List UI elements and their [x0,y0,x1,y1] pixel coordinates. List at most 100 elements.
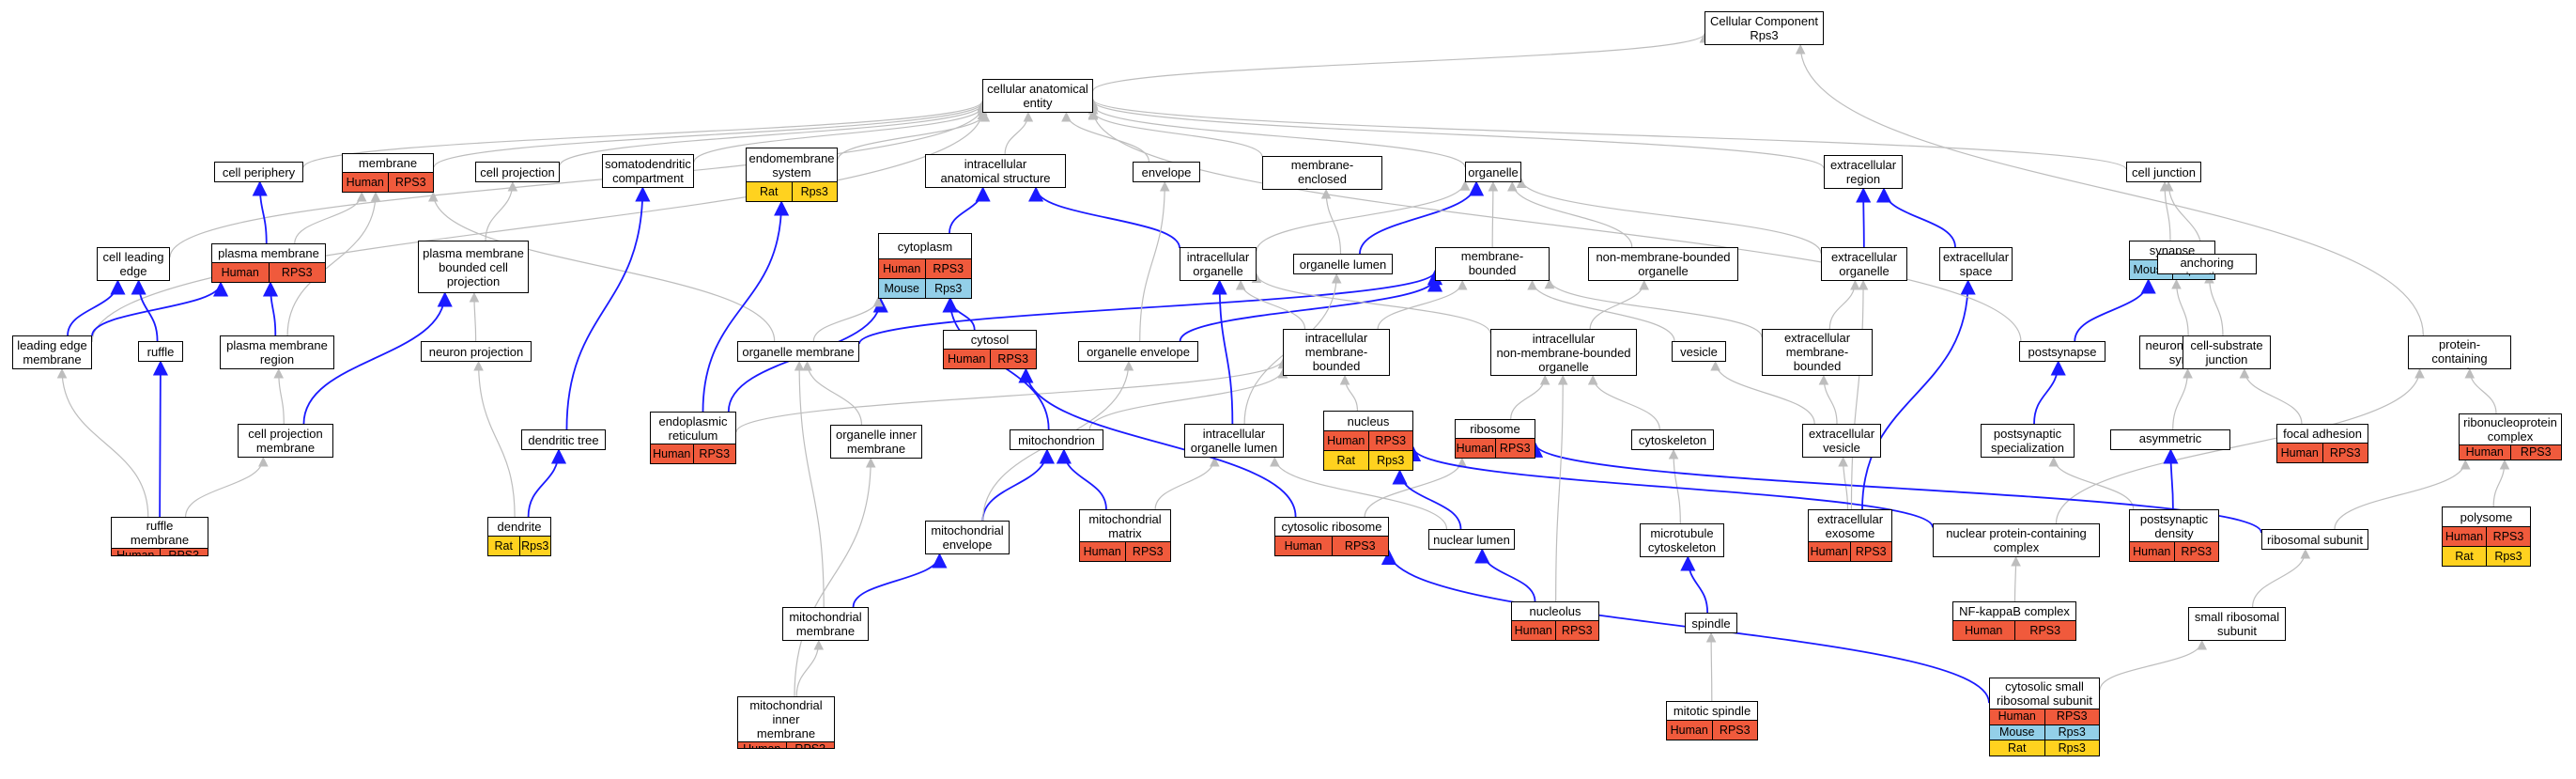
go-term-node-nonmembound[interactable]: non-membrane-bounded organelle [1588,247,1738,281]
go-term-label: dendrite [497,520,542,534]
go-term-node-intnmbo[interactable]: intracellular non-membrane-bounded organ… [1490,329,1637,376]
go-term-node-mitomem[interactable]: mitochondrial membrane [782,607,869,641]
go-term-node-membound[interactable]: membrane-bounded organelle [1435,247,1550,281]
go-term-node-oim[interactable]: organelle inner membrane [830,425,922,459]
go-term-node-vesicle[interactable]: vesicle [1672,341,1726,362]
go-term-node-leadingmem[interactable]: leading edge membrane [12,335,92,369]
part-of-edge-spindle-mtcyto [1680,555,1709,614]
is-a-edge-polysome-rnp [2492,459,2510,507]
go-term-node-nuclumen[interactable]: nuclear lumen [1428,529,1515,550]
go-term-node-pmbcp[interactable]: plasma membrane bounded cell projection [418,241,529,293]
is-a-edge-cellleading-cae [169,104,988,257]
go-term-label: cytosolic ribosome [1281,520,1382,534]
go-term-node-mtcyto[interactable]: microtubule cytoskeleton [1640,523,1724,557]
go-term-node-orgmem[interactable]: organelle membrane [737,341,859,362]
is-a-edge-smallribo-ribosub [2252,548,2311,608]
go-term-node-extmbo[interactable]: extracellular membrane-bounded organelle [1762,329,1873,376]
go-term-node-extorg[interactable]: extracellular organelle [1821,247,1907,281]
go-term-label: protein-containing complex [2431,337,2488,368]
part-of-edge-cytoribo-cytosol [1018,367,1297,518]
go-term-node-pcc[interactable]: protein-containing complex [2408,335,2511,369]
go-term-node-anchjunc[interactable]: anchoring junction [2157,254,2257,274]
go-term-node-intorg[interactable]: intracellular organelle [1180,247,1257,281]
go-term-node-cae[interactable]: cellular anatomical entity [982,79,1093,113]
go-term-label: organelle membrane [742,344,855,359]
is-a-edge-orgenv-envelope [1139,180,1170,342]
part-of-edge-nuclumen-nucleus [1392,469,1462,530]
go-term-node-celljunc[interactable]: cell junction [2126,162,2201,182]
go-term-node-cc[interactable]: Cellular Component Rps3 [1704,11,1824,45]
go-term-node-orgenv[interactable]: organelle envelope [1078,341,1198,362]
go-term-node-intmbo[interactable]: intracellular membrane-bounded organelle [1283,329,1390,376]
go-term-node-neuronproj[interactable]: neuron projection [421,341,532,362]
go-term-node-ribosub[interactable]: ribosomal subunit [2261,529,2368,550]
gene-symbol: RPS3 [2013,621,2076,640]
go-term-node-postsynapse[interactable]: postsynapse [2019,341,2106,362]
go-term-label: extracellular membrane-bounded organelle [1783,331,1851,375]
go-term-node-spindle[interactable]: spindle [1685,613,1737,633]
go-term-node-somato[interactable]: somatodendritic compartment [602,154,694,188]
go-term-node-npcc[interactable]: nuclear protein-containing complex [1933,523,2100,557]
go-term-label: postsynapse [2028,344,2097,359]
go-term-label: cell projection membrane [248,427,323,455]
is-a-edge-extmbo-membound [1544,278,1763,338]
go-term-node-asymsyn[interactable]: asymmetric synapse [2110,429,2230,450]
go-term-node-ruffle[interactable]: ruffle [138,341,183,362]
go-term-node-csjunc[interactable]: cell-substrate junction [2183,335,2271,369]
go-term-label: organelle [1468,164,1519,179]
go-term-node-cellper[interactable]: cell periphery [214,162,303,182]
go-term-node-extves[interactable]: extracellular vesicle [1802,424,1881,458]
go-term-node-memlumen[interactable]: membrane-enclosed lumen [1262,156,1382,190]
go-term-label: organelle inner membrane [835,428,917,456]
go-term-node-smallribo[interactable]: small ribosomal subunit [2188,607,2286,641]
is-a-edge-orgmem-membrane [427,191,776,342]
go-term-node-extspace[interactable]: extracellular space [1939,247,2013,281]
go-term-node-cellproj[interactable]: cell projection [475,162,560,182]
go-term-node-cytoskel[interactable]: cytoskeleton [1631,429,1714,450]
go-term-node-pmregion[interactable]: plasma membrane region [220,335,334,369]
go-term-node-organelle[interactable]: organelle [1465,162,1521,182]
gene-symbol: Rps3 [2486,547,2530,566]
go-term-node-dendtree[interactable]: dendritic tree [521,429,606,450]
go-term-node-cpm[interactable]: cell projection membrane [238,424,333,458]
go-term-node-mitoenv[interactable]: mitochondrial envelope [925,521,1010,554]
go-term-node-iol[interactable]: intracellular organelle lumen [1184,424,1284,458]
go-term-label: intracellular membrane-bounded organelle [1304,331,1368,375]
species-label: Human [2465,445,2504,459]
go-term-node-iastruct[interactable]: intracellular anatomical structure [925,154,1066,188]
go-term-label: extracellular region [1829,158,1897,186]
go-term-node-mito[interactable]: mitochondrion [1010,429,1103,450]
go-term-label: cell junction [2132,164,2196,179]
go-term-node-extreg[interactable]: extracellular region [1824,155,1903,189]
go-term-node-envelope[interactable]: envelope [1133,162,1200,182]
go-term-label: asymmetric synapse [2138,431,2202,449]
go-term-node-psspec[interactable]: postsynaptic specialization [1981,424,2075,458]
is-a-edge-npcc-pcc [2055,367,2425,524]
is-a-edge-orgmem-cytoplasm [812,296,884,342]
go-term-node-cellleading[interactable]: cell leading edge [97,247,170,281]
go-term-node-orglumen[interactable]: organelle lumen [1293,254,1393,274]
